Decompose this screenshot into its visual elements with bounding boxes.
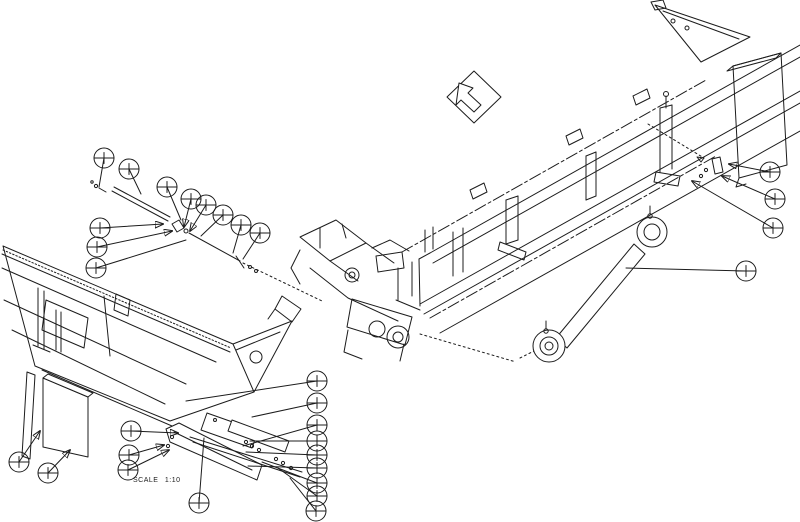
leader-line [277,467,318,497]
main-frame-drawing [375,0,800,334]
callout-balloon[interactable] [306,392,328,414]
callout-balloon[interactable] [306,485,328,507]
callout-balloon[interactable] [118,444,140,466]
center-drive-drawing [267,219,421,362]
scale-label: SCALE 1:10 [133,477,181,484]
callout-balloon[interactable] [86,236,108,258]
leader-line [289,477,317,512]
leader-line [232,224,242,254]
side-panel-drawing [1,245,293,427]
leader-line [128,445,164,456]
callout-balloon[interactable] [118,158,140,180]
leader-line [128,168,142,195]
leader-line [242,232,261,260]
callout-balloon[interactable] [8,451,30,473]
leader-line [245,451,318,456]
leader-line [198,437,205,504]
leader-line [722,176,776,200]
direction-indicator [446,70,502,124]
callout-balloon[interactable] [306,370,328,392]
leader-line [190,204,207,231]
leader-line [185,380,318,402]
leader-line [98,157,105,188]
callout-balloon[interactable] [759,161,781,183]
leader-line [261,461,318,484]
callout-balloon[interactable] [762,217,784,239]
leader-line [95,239,187,269]
leader-line [692,181,774,229]
callout-balloon[interactable] [89,217,111,239]
callout-balloon[interactable] [85,257,107,279]
leader-line [200,214,224,237]
callout-balloon[interactable] [156,176,178,198]
leader-line [166,186,182,221]
leader-line [251,402,318,418]
callout-balloon[interactable] [305,500,327,522]
callout-balloon[interactable] [93,147,115,169]
callout-balloon[interactable] [735,260,757,282]
callout-layer [8,147,786,522]
up-left-arrow-icon [455,82,482,113]
callout-balloon[interactable] [120,420,142,442]
leader-line [729,164,771,173]
leader-line [127,450,169,471]
leader-line [47,450,70,474]
leader-line [96,231,172,248]
callout-balloon[interactable] [249,222,271,244]
callout-balloon[interactable] [117,459,139,481]
leader-line [18,431,40,463]
seal-panel-bottom-left [21,371,94,460]
callout-balloon[interactable] [212,204,234,226]
callout-balloon[interactable] [306,414,328,436]
leader-line [242,424,318,447]
callout-balloon[interactable] [195,194,217,216]
callout-balloon[interactable] [764,188,786,210]
pto-shaft-drawing [419,205,668,363]
leader-line [247,465,318,469]
leader-line [184,198,192,227]
callout-balloon[interactable] [37,462,59,484]
drive-link-drawing [90,180,323,302]
leader-line [625,267,747,272]
callout-balloon[interactable] [188,492,210,514]
leader-line [99,224,163,229]
callout-balloon[interactable] [230,214,252,236]
